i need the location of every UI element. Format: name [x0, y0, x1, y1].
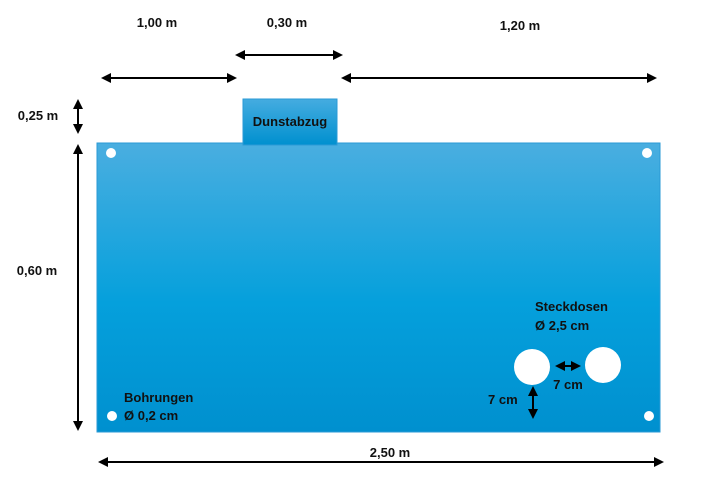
dim-top-right: 1,20 m [500, 18, 540, 33]
drill-hole [106, 148, 116, 158]
drill-hole [107, 411, 117, 421]
sockets-spacing: 7 cm [553, 377, 583, 392]
dim-top-hood: 0,30 m [267, 15, 307, 30]
hood-box [242, 98, 338, 146]
dim-hood-height: 0,25 m [18, 108, 58, 123]
socket-hole [514, 349, 550, 385]
socket-hole [585, 347, 621, 383]
sockets-diameter: Ø 2,5 cm [535, 318, 589, 333]
dim-top-left: 1,00 m [137, 15, 177, 30]
dim-panel-height: 0,60 m [17, 263, 57, 278]
hood-label: Dunstabzug [253, 114, 327, 129]
drill-holes-title: Bohrungen [124, 390, 193, 405]
drill-hole [642, 148, 652, 158]
drill-hole [644, 411, 654, 421]
dim-panel-width: 2,50 m [370, 445, 410, 460]
sockets-bottom-offset: 7 cm [488, 392, 518, 407]
sockets-title: Steckdosen [535, 299, 608, 314]
backsplash-panel [96, 142, 661, 433]
drill-holes-diameter: Ø 0,2 cm [124, 408, 178, 423]
